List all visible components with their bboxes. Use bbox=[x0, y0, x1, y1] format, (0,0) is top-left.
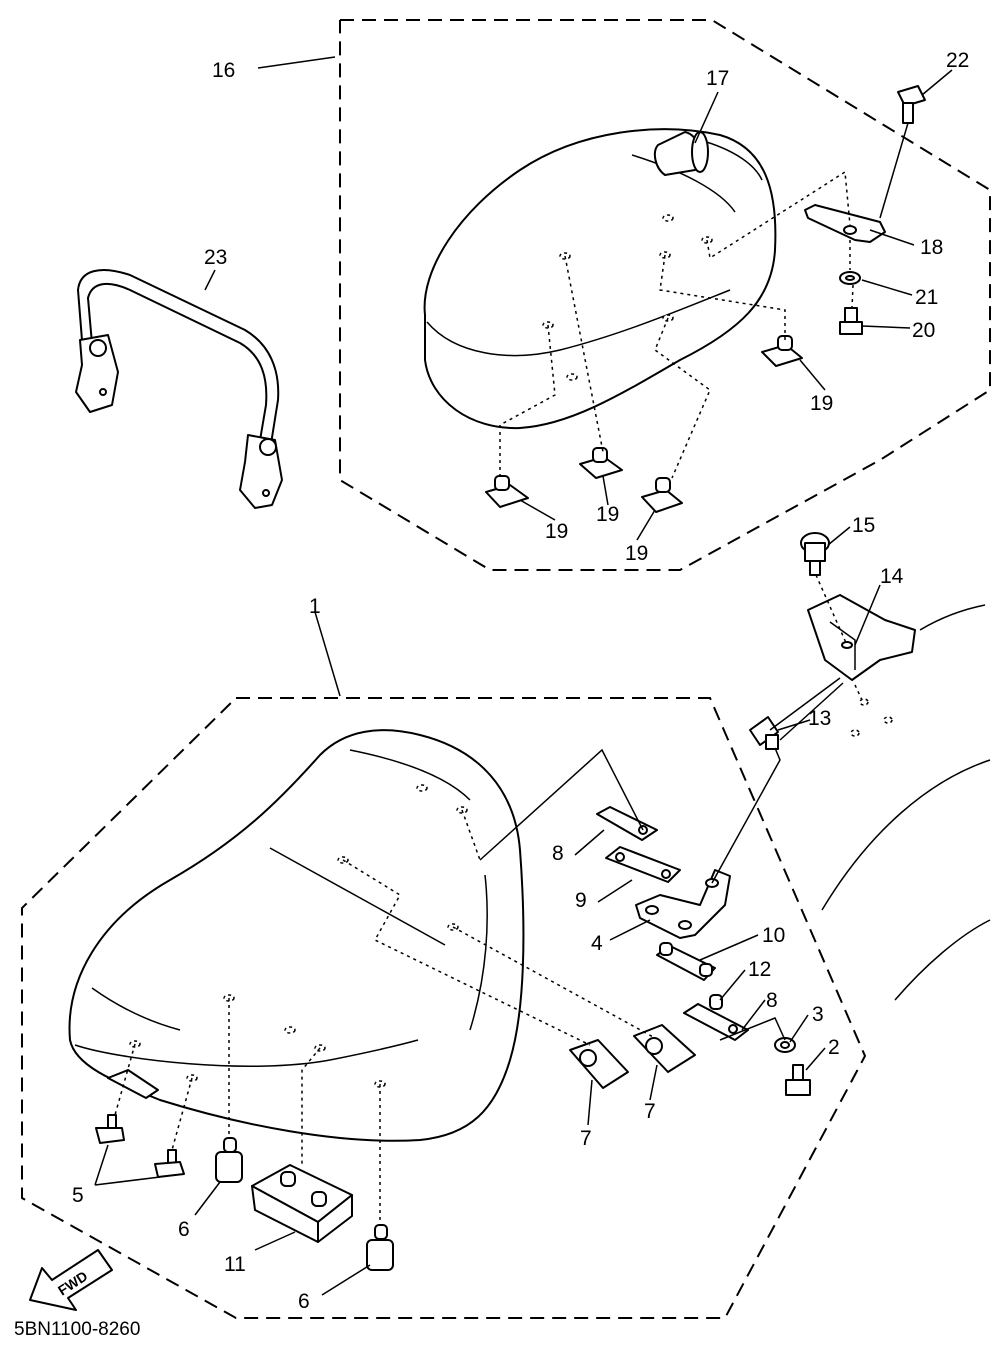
pin-5a bbox=[95, 1114, 125, 1144]
passenger-seat-group-boundary bbox=[339, 19, 991, 571]
stopper-10 bbox=[656, 942, 716, 981]
callout-9: 9 bbox=[575, 889, 587, 912]
bracket-4 bbox=[635, 869, 731, 939]
seat-bracket bbox=[804, 204, 886, 243]
callout-19-left: 19 bbox=[545, 520, 568, 543]
frame-outline bbox=[821, 604, 991, 1001]
callout-6-left: 6 bbox=[178, 1218, 190, 1241]
rider-seat bbox=[68, 729, 525, 1142]
collar-12 bbox=[709, 994, 723, 1010]
callout-5: 5 bbox=[72, 1184, 84, 1207]
bolt-13 bbox=[749, 716, 779, 750]
forward-arrow-icon: FWD bbox=[29, 1249, 113, 1311]
callout-17: 17 bbox=[706, 67, 729, 90]
callout-23: 23 bbox=[204, 246, 227, 269]
assembly-lines bbox=[479, 574, 863, 1041]
callout-12: 12 bbox=[748, 958, 771, 981]
callout-19-middle: 19 bbox=[596, 503, 619, 526]
callout-13: 13 bbox=[808, 707, 831, 730]
damper-clip-19a bbox=[485, 475, 529, 508]
washer-21 bbox=[839, 271, 861, 285]
bolt-2 bbox=[785, 1064, 811, 1096]
callout-18: 18 bbox=[920, 236, 943, 259]
plate-8a bbox=[596, 806, 658, 841]
callout-1: 1 bbox=[309, 595, 321, 618]
callout-15: 15 bbox=[852, 514, 875, 537]
pin-5b bbox=[154, 1149, 185, 1178]
callout-10: 10 bbox=[762, 924, 785, 947]
bolt-15 bbox=[800, 532, 830, 576]
callout-6-bottom: 6 bbox=[298, 1290, 310, 1313]
damper-clip-19c bbox=[641, 477, 683, 513]
callout-14: 14 bbox=[880, 565, 904, 588]
passenger-seat-leader-lines bbox=[499, 122, 909, 480]
callout-8-lower: 8 bbox=[766, 989, 778, 1012]
seat-tab bbox=[107, 1069, 159, 1099]
diagram-code: 5BN1100-8260 bbox=[14, 1319, 140, 1340]
callout-22: 22 bbox=[946, 49, 969, 72]
damper-6b bbox=[366, 1224, 394, 1271]
plate-9 bbox=[605, 846, 681, 883]
rider-seat-group-boundary bbox=[21, 697, 867, 1319]
callout-leaders bbox=[94, 56, 953, 1296]
callout-20: 20 bbox=[912, 319, 935, 342]
damper-6a bbox=[215, 1137, 243, 1183]
bracket-14 bbox=[807, 594, 916, 681]
rider-seat-leader-lines bbox=[114, 809, 656, 1225]
bolt-20 bbox=[839, 307, 863, 335]
grab-bar bbox=[75, 269, 283, 509]
clip-plate-7b bbox=[633, 1024, 696, 1073]
callout-8-upper: 8 bbox=[552, 842, 564, 865]
callout-19-right: 19 bbox=[810, 392, 833, 415]
callout-11: 11 bbox=[224, 1253, 246, 1276]
clip-plate-7a bbox=[569, 1039, 629, 1089]
callout-19-lower: 19 bbox=[625, 542, 648, 565]
callout-3: 3 bbox=[812, 1003, 824, 1026]
passenger-seat bbox=[423, 128, 777, 430]
callout-7-left: 7 bbox=[580, 1127, 592, 1150]
damper-clip-19d bbox=[761, 335, 803, 367]
callout-2: 2 bbox=[828, 1036, 840, 1059]
callout-numbers: 16 17 22 18 21 20 19 19 19 19 23 1 15 14… bbox=[72, 49, 969, 1313]
bolt-22 bbox=[897, 85, 926, 124]
cushion-block-11 bbox=[251, 1164, 353, 1243]
damper-clip-19b bbox=[579, 447, 623, 479]
callout-7-right: 7 bbox=[644, 1100, 656, 1123]
callout-16: 16 bbox=[212, 59, 235, 82]
plate-8b bbox=[683, 1003, 749, 1041]
callout-4: 4 bbox=[591, 932, 603, 955]
seat-strap bbox=[653, 131, 709, 176]
callout-21: 21 bbox=[915, 286, 938, 309]
